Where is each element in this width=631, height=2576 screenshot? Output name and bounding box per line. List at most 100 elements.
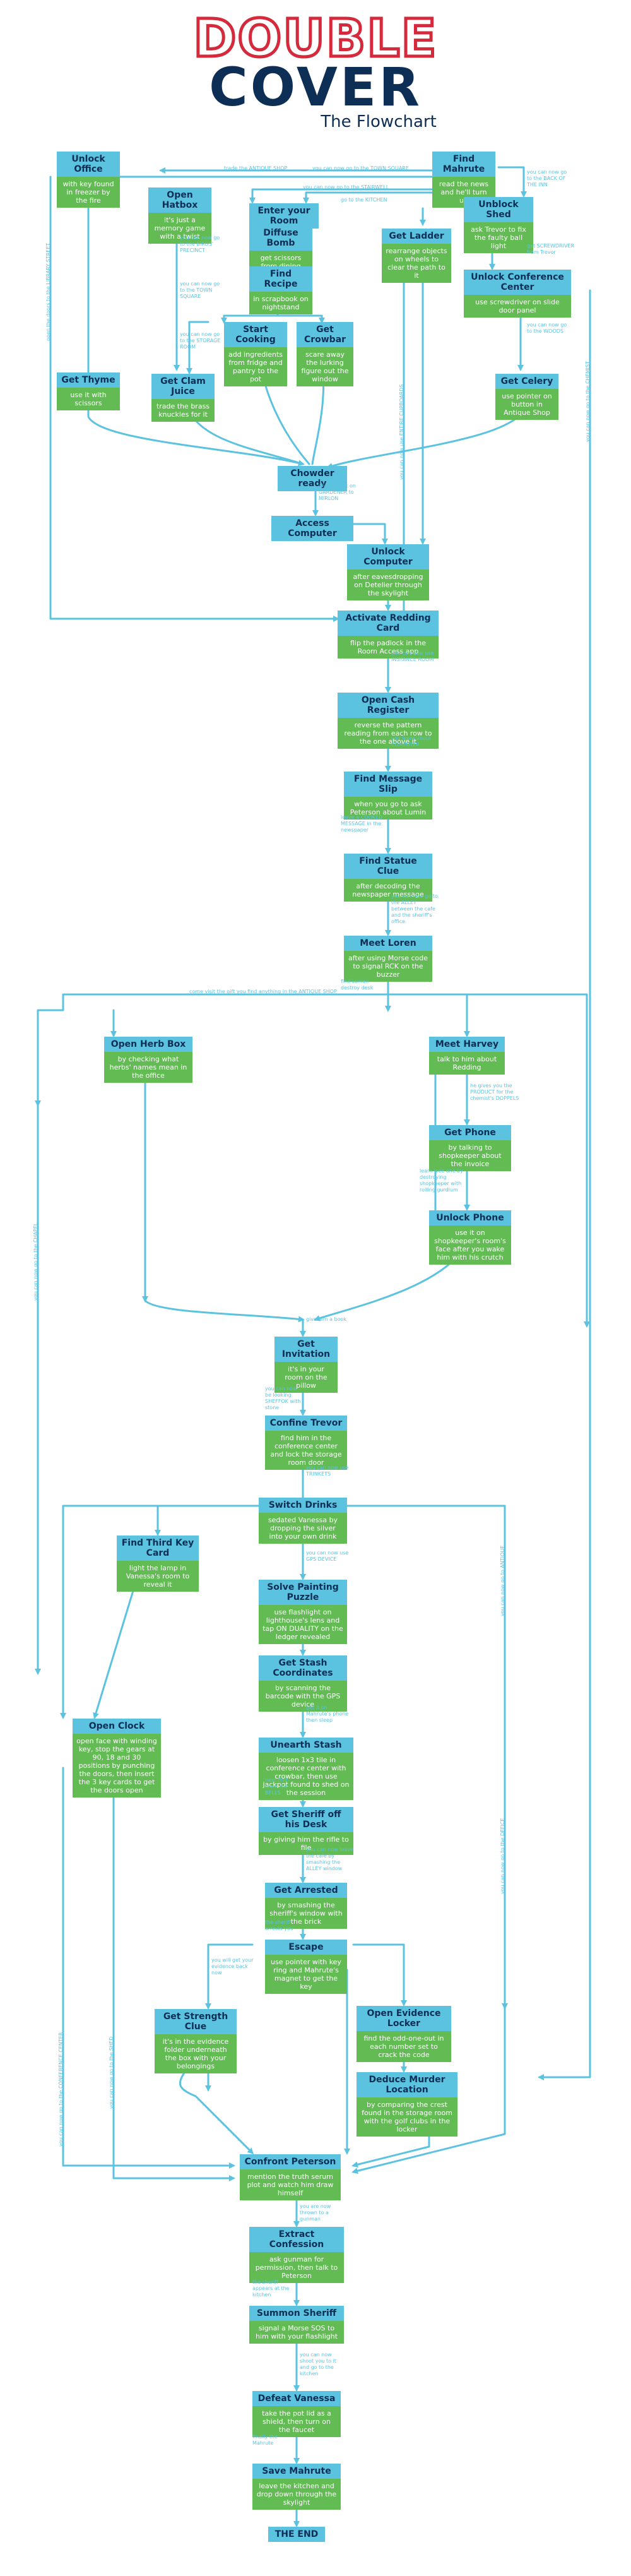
edge-label: get it on Mahrute's phone then sleep bbox=[306, 1705, 349, 1723]
node-the-end: THE END bbox=[268, 2527, 325, 2542]
node-body: flip the padlock in the Room Access app bbox=[338, 636, 439, 659]
node-body: in scrapbook on nightstand bbox=[249, 292, 312, 314]
vertical-label: you can now use ENTIRE CUPBOARDS bbox=[399, 384, 404, 480]
node-get-thyme: Get Thyme use it with scissors bbox=[57, 373, 120, 410]
node-title: Get Clam Juice bbox=[151, 374, 215, 399]
node-unlock-phone: Unlock Phone use it on shopkeeper's room… bbox=[429, 1210, 511, 1265]
node-body: when you go to ask Peterson about Lumin bbox=[344, 797, 432, 820]
node-title: Get Celery bbox=[495, 374, 558, 389]
node-body: by smashing the sheriff's window with th… bbox=[265, 1898, 347, 1929]
node-title: Unlock Phone bbox=[429, 1210, 511, 1225]
node-meet-loren: Meet Loren after using Morse code to sig… bbox=[344, 936, 432, 982]
edge-label: get SCREWDRIVER from Trevor bbox=[527, 243, 575, 255]
vertical-label: you can now go to the CHEMIST bbox=[585, 361, 591, 442]
node-body: use it with scissors bbox=[57, 388, 120, 410]
node-title: Get Phone bbox=[429, 1125, 511, 1140]
vertical-label: you can now go to the SHED bbox=[109, 2036, 114, 2109]
node-title: Solve Painting Puzzle bbox=[259, 1580, 347, 1605]
edge-label: the sheriff arrests you bbox=[265, 1919, 293, 1931]
node-title: Get Ladder bbox=[382, 229, 451, 244]
node-title: Deduce Murder Location bbox=[357, 2072, 457, 2097]
node-title: Get Crowbar bbox=[297, 322, 353, 347]
node-title: Get Stash Coordinates bbox=[259, 1655, 347, 1681]
node-open-evidence-locker: Open Evidence Locker find the odd-one-ou… bbox=[357, 2006, 451, 2062]
node-title: Find Statue Clue bbox=[344, 854, 432, 879]
title-cover: COVER bbox=[209, 56, 422, 118]
node-body: trade the brass knuckles for it bbox=[151, 399, 215, 422]
node-title: Find Third Key Card bbox=[117, 1535, 199, 1561]
node-unlock-office: Unlock Office with key found in freezer … bbox=[57, 152, 120, 208]
node-title: Unearth Stash bbox=[259, 1738, 353, 1753]
title-subtitle: The Flowchart bbox=[321, 112, 437, 131]
node-title: Meet Harvey bbox=[429, 1037, 505, 1052]
edge-label: trade the ANTIQUE SHOP bbox=[224, 165, 288, 171]
edge-label: give a book on GARDENER to MIRLON bbox=[319, 483, 356, 501]
node-get-arrested: Get Arrested by smashing the sheriff's w… bbox=[265, 1883, 347, 1929]
node-body: by checking what herbs' names mean in th… bbox=[104, 1052, 192, 1083]
edge-label: you are now thrown to a gunman bbox=[300, 2203, 331, 2222]
node-title: Summon Sheriff bbox=[249, 2306, 344, 2321]
node-get-invitation: Get Invitation it's in your room on the … bbox=[274, 1337, 338, 1393]
node-title: Access Computer bbox=[271, 516, 353, 541]
node-body: after decoding the newspaper message bbox=[344, 879, 432, 902]
node-get-stash-coords: Get Stash Coordinates by scanning the ba… bbox=[259, 1655, 347, 1712]
edge-label: you can now go to the ALLEY between the … bbox=[391, 893, 438, 924]
node-title: Get Invitation bbox=[274, 1337, 338, 1362]
node-title: Find Mahrute bbox=[432, 152, 495, 177]
node-title: Unlock Conference Center bbox=[464, 270, 571, 295]
edge-label: you can now go to the TOWN SQUARE bbox=[180, 281, 220, 299]
node-body: after using Morse code to signal RCK on … bbox=[344, 951, 432, 982]
edge-label: you can now leave the cafe by smashing t… bbox=[306, 1847, 353, 1871]
node-save-mahrute: Save Mahrute leave the kitchen and drop … bbox=[252, 2464, 341, 2510]
edge-label: you can now be looking SHEFFOK with ston… bbox=[265, 1386, 301, 1410]
edge-label: find Lumen destroy desk bbox=[341, 979, 374, 991]
node-body: talk to him about Redding bbox=[429, 1052, 505, 1075]
node-get-crowbar: Get Crowbar scare away the lurking figur… bbox=[297, 322, 353, 386]
node-title: Enter your Room bbox=[249, 203, 319, 229]
edge-label: next find learn the BELLS bbox=[265, 1777, 288, 1796]
node-title: Unlock Office bbox=[57, 152, 120, 177]
node-body: rearrange objects on wheels to clear the… bbox=[382, 244, 451, 283]
edge-label: learn wee one by destroying shopkeeper w… bbox=[420, 1168, 463, 1193]
node-body: use flashlight on lighthouse's lens and … bbox=[259, 1605, 347, 1644]
vertical-label: you can now go to the OFFICE bbox=[500, 1818, 505, 1894]
node-body: ask gunman for permission, then talk to … bbox=[249, 2252, 344, 2283]
node-title: Extract Confession bbox=[249, 2227, 344, 2252]
node-unlock-computer: Unlock Computer after eavesdropping on D… bbox=[347, 544, 429, 600]
edge-label: go to the KITCHEN bbox=[341, 197, 387, 203]
node-body: signal a Morse SOS to him with your flas… bbox=[249, 2321, 344, 2344]
node-body: light the lamp in Vanessa's room to reve… bbox=[117, 1561, 199, 1592]
node-confront-peterson: Confront Peterson mention the truth seru… bbox=[240, 2154, 341, 2200]
node-find-statue-clue: Find Statue Clue after decoding the news… bbox=[344, 854, 432, 902]
node-title: Open Clock bbox=[73, 1719, 161, 1734]
node-summon-sheriff: Summon Sheriff signal a Morse SOS to him… bbox=[249, 2306, 344, 2344]
node-get-sheriff-off: Get Sheriff off his Desk by giving him t… bbox=[259, 1807, 353, 1855]
vertical-label: open the doors to the LIBRARY STREET bbox=[45, 242, 51, 341]
node-find-third-key: Find Third Key Card light the lamp in Va… bbox=[117, 1535, 199, 1592]
node-body: leave the kitchen and drop down through … bbox=[252, 2479, 341, 2510]
node-open-cash-register: Open Cash Register reverse the pattern r… bbox=[338, 693, 439, 749]
node-body: by giving him the rifle to file bbox=[259, 1832, 353, 1855]
node-find-recipe: Find Recipe in scrapbook on nightstand bbox=[249, 266, 312, 314]
node-open-clock: Open Clock open face with winding key, s… bbox=[73, 1719, 161, 1798]
node-get-strength-clue: Get Strength Clue it's in the evidence f… bbox=[155, 2009, 237, 2073]
edge-label: you will get your evidence back now bbox=[211, 1957, 254, 1976]
node-body: ask Trevor to fix the faulty ball light bbox=[464, 222, 533, 253]
node-body: find the odd-one-out in each number set … bbox=[357, 2031, 451, 2062]
node-body: use pointer on button in Antique Shop bbox=[495, 389, 558, 420]
edge-label: give him a book bbox=[306, 1316, 347, 1322]
edge-label: come visit the gift you find anything in… bbox=[189, 989, 337, 994]
edge-label: you can now go to the TOWN SQUARE bbox=[312, 165, 409, 171]
node-title: Start Cooking bbox=[224, 322, 287, 347]
node-body: mention the truth serum plot and watch h… bbox=[240, 2169, 341, 2200]
node-body: sedated Vanessa by dropping the silver i… bbox=[259, 1513, 347, 1544]
node-body: it's just a memory game with a twist bbox=[148, 213, 211, 244]
node-body: loosen 1x3 tile in conference center wit… bbox=[259, 1753, 353, 1800]
node-solve-painting: Solve Painting Puzzle use flashlight on … bbox=[259, 1580, 347, 1644]
node-escape: Escape use pointer with key ring and Mah… bbox=[265, 1940, 347, 1994]
node-get-ladder: Get Ladder rearrange objects on wheels t… bbox=[382, 229, 451, 283]
edge-label: you can now use TRINKETS bbox=[306, 1465, 349, 1477]
edge-label: you can now go to the BACK OF THE INN bbox=[527, 169, 567, 188]
node-body: by comparing the crest found in the stor… bbox=[357, 2097, 457, 2137]
node-find-mahrute: Find Mahrute read the news and he'll tur… bbox=[432, 152, 495, 208]
